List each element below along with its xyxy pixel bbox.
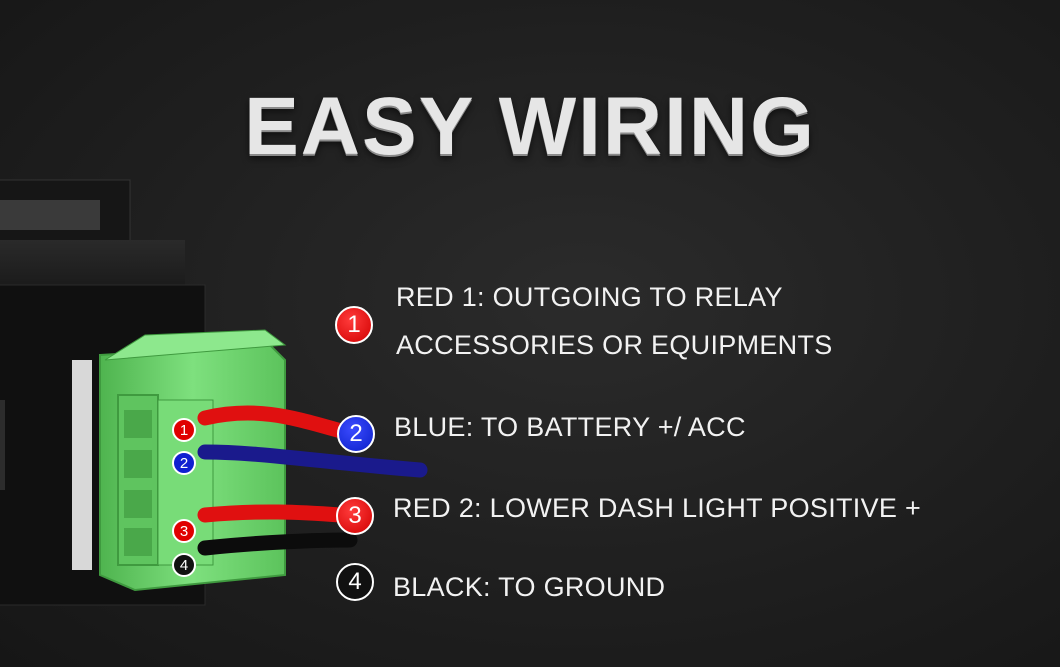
wire-label-3: RED 2: LOWER DASH LIGHT POSITIVE + [393,493,922,523]
wire-badge-3: 3 [336,497,374,535]
green-connector [99,329,287,592]
wire-label-1-line1: RED 1: OUTGOING TO RELAY [396,282,783,312]
pin-label-4: 4 [180,557,188,574]
pin-badge-4: 4 [172,553,196,577]
page-title: EASY WIRING [244,81,816,172]
wire-label-1-line2: ACCESSORIES OR EQUIPMENTS [396,330,833,360]
wire-black-4 [197,532,358,556]
wire-badge-1: 1 [335,306,373,344]
pin-label-3: 3 [180,523,188,540]
pin-badge-2: 2 [172,451,196,475]
pin-badge-3: 3 [172,519,196,543]
wire-badge-4: 4 [336,563,374,601]
wire-red-1 [197,405,353,440]
pin-label-2: 2 [180,455,188,472]
wire-badge-2: 2 [337,415,375,453]
pin-badge-1: 1 [172,418,196,442]
pin-label-1: 1 [180,422,188,439]
wire-label-4: BLACK: TO GROUND [393,572,666,602]
wire-red-3 [197,504,348,523]
wire-label-2: BLUE: TO BATTERY +/ ACC [394,412,746,442]
wire-blue-2 [197,444,428,478]
